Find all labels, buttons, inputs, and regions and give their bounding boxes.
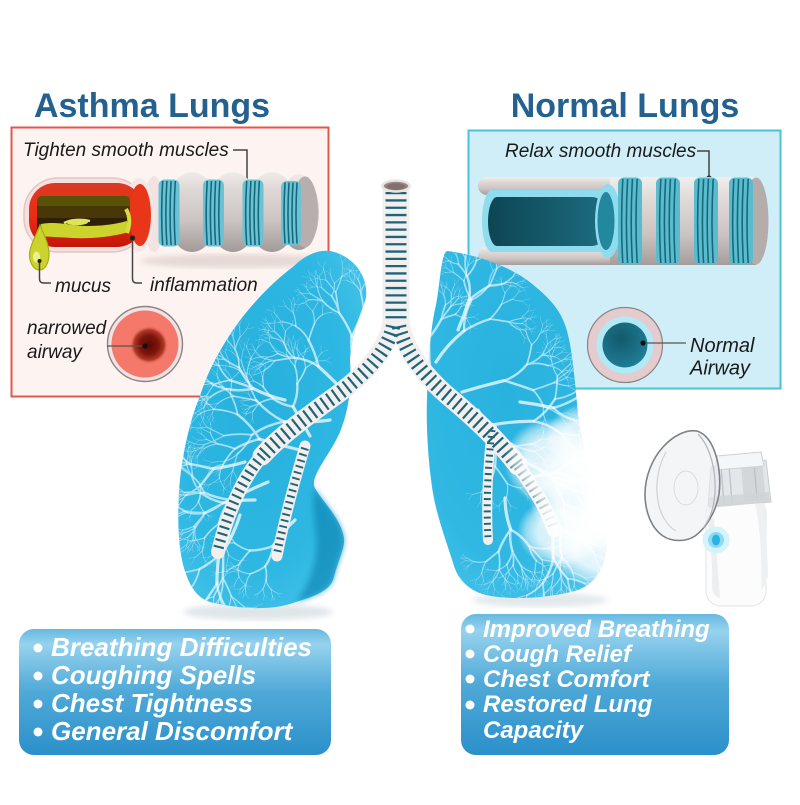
svg-text:Coughing Spells: Coughing Spells <box>51 660 256 690</box>
svg-text:Airway: Airway <box>689 358 751 380</box>
svg-text:airway: airway <box>27 342 83 363</box>
svg-text:Cough Relief: Cough Relief <box>483 641 633 668</box>
svg-text:Asthma Lungs: Asthma Lungs <box>34 87 270 125</box>
svg-text:Breathing Difficulties: Breathing Difficulties <box>51 632 312 662</box>
svg-text:narrowed: narrowed <box>27 318 108 339</box>
svg-text:General Discomfort: General Discomfort <box>51 716 294 746</box>
svg-text:Relax smooth muscles: Relax smooth muscles <box>505 141 697 162</box>
svg-text:Capacity: Capacity <box>483 717 585 744</box>
svg-text:Normal Lungs: Normal Lungs <box>511 87 740 125</box>
svg-text:Chest Comfort: Chest Comfort <box>483 666 651 693</box>
svg-text:Chest Tightness: Chest Tightness <box>51 688 253 718</box>
svg-text:Restored Lung: Restored Lung <box>483 691 653 718</box>
svg-text:mucus: mucus <box>55 276 111 297</box>
svg-text:Normal: Normal <box>690 335 755 357</box>
svg-text:Improved Breathing: Improved Breathing <box>483 616 710 643</box>
svg-text:inflammation: inflammation <box>150 275 258 296</box>
svg-text:Tighten smooth muscles: Tighten smooth muscles <box>23 140 229 161</box>
